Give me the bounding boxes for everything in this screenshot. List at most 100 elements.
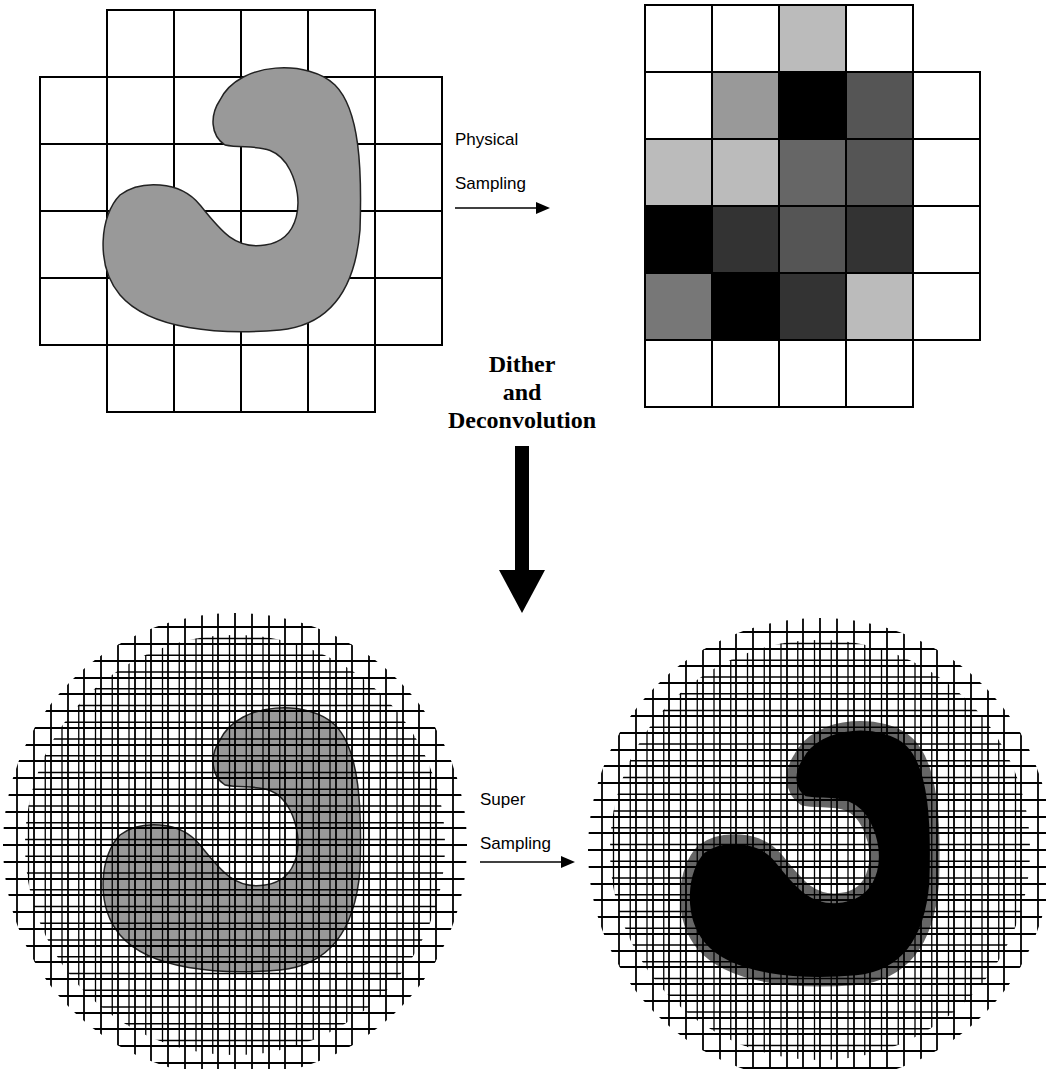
pixel-cell — [846, 273, 913, 340]
grid-stroke — [903, 590, 905, 1069]
grid-stroke — [819, 590, 821, 1069]
grid-stroke — [212, 605, 213, 1069]
grid-stroke — [702, 590, 704, 1069]
grid-stroke — [580, 844, 1046, 845]
reconstructed-shape — [685, 726, 935, 982]
grid-stroke — [435, 585, 437, 1069]
pixel-cell — [40, 77, 107, 144]
grid-stroke — [485, 585, 487, 1069]
coarse-grid — [535, 565, 1046, 1069]
grid-stroke — [735, 590, 737, 1069]
grid-stroke — [313, 605, 314, 1069]
pixel-cell — [712, 206, 779, 273]
grid-stroke — [0, 878, 495, 880]
pixel-cell — [174, 10, 241, 77]
grid-stroke — [534, 590, 536, 1069]
pixel-cell — [107, 77, 174, 144]
grid-stroke — [61, 605, 62, 1069]
grid-stroke — [0, 760, 495, 762]
pixel-cell — [40, 144, 107, 211]
grid-stroke — [0, 621, 475, 622]
grid-stroke — [580, 1062, 1046, 1063]
grid-stroke — [0, 626, 495, 628]
grid-stroke — [418, 585, 420, 1069]
grid-stroke — [580, 643, 1046, 644]
pixel-cell — [645, 5, 712, 72]
grid-stroke — [11, 605, 12, 1069]
grid-stroke — [953, 590, 955, 1069]
grid-stroke — [580, 743, 1046, 744]
grid-stroke — [568, 590, 570, 1069]
grid-stroke — [936, 590, 938, 1069]
pixel-cell — [645, 139, 712, 206]
grid-stroke — [0, 660, 495, 662]
grid-stroke — [78, 605, 79, 1069]
grid-stroke — [618, 590, 620, 1069]
grid-stroke — [560, 816, 1046, 818]
grid-stroke — [329, 605, 330, 1069]
arrow-label: Physical Sampling — [455, 118, 565, 206]
grid-stroke — [769, 590, 771, 1069]
grid-stroke — [45, 605, 46, 1069]
grid-stroke — [580, 861, 1046, 862]
grid-stroke — [0, 655, 475, 656]
grid-stroke — [580, 944, 1046, 945]
pixel-cell — [107, 10, 174, 77]
grid-stroke — [0, 610, 495, 612]
grid-stroke — [685, 590, 687, 1069]
grid-stroke — [560, 950, 1046, 952]
grid-stroke — [134, 585, 136, 1069]
grid-stroke — [229, 605, 230, 1069]
pixel-cell — [241, 345, 308, 412]
grid-stroke — [580, 777, 1046, 778]
grid-stroke — [970, 590, 972, 1069]
pixel-cell — [779, 273, 846, 340]
grid-stroke — [630, 610, 631, 1069]
grid-stroke — [195, 605, 196, 1069]
grid-stroke — [95, 605, 96, 1069]
grid-stroke — [413, 605, 414, 1069]
sampled-grid — [645, 5, 980, 407]
grid-stroke — [0, 585, 2, 1069]
pixel-cell — [913, 273, 980, 340]
grid-stroke — [0, 794, 495, 796]
grid-stroke — [83, 585, 85, 1069]
grid-stroke — [580, 676, 1046, 677]
pixel-cell — [779, 5, 846, 72]
pixel-cell — [375, 77, 442, 144]
grid-stroke — [0, 777, 495, 779]
grid-stroke — [560, 1017, 1046, 1019]
grid-stroke — [284, 585, 286, 1069]
grid-stroke — [786, 590, 788, 1069]
grid-stroke — [580, 1011, 1046, 1012]
pixel-cell — [913, 72, 980, 139]
grid-stroke — [998, 610, 999, 1069]
pixel-cell — [846, 206, 913, 273]
grid-stroke — [33, 585, 35, 1069]
grid-stroke — [0, 671, 475, 672]
grid-stroke — [601, 590, 603, 1069]
pixel-cell — [375, 278, 442, 345]
pixel-cell — [40, 278, 107, 345]
grid-stroke — [0, 1040, 475, 1041]
pixel-cell — [712, 5, 779, 72]
pixel-cell — [913, 206, 980, 273]
grid-stroke — [580, 877, 1046, 878]
pixel-cell — [174, 345, 241, 412]
grid-stroke — [346, 605, 347, 1069]
grid-stroke — [886, 590, 888, 1069]
coarse-grid — [40, 10, 442, 412]
grid-stroke — [0, 1006, 475, 1007]
pixel-cell — [779, 139, 846, 206]
grid-stroke — [920, 590, 922, 1069]
grid-stroke — [580, 626, 1046, 627]
grid-stroke — [580, 810, 1046, 811]
grid-stroke — [502, 585, 504, 1069]
pixel-cell — [846, 72, 913, 139]
grid-stroke — [580, 911, 1046, 912]
grid-stroke — [268, 585, 270, 1069]
grid-stroke — [128, 605, 129, 1069]
grid-stroke — [560, 581, 1046, 583]
grid-stroke — [580, 609, 1046, 610]
